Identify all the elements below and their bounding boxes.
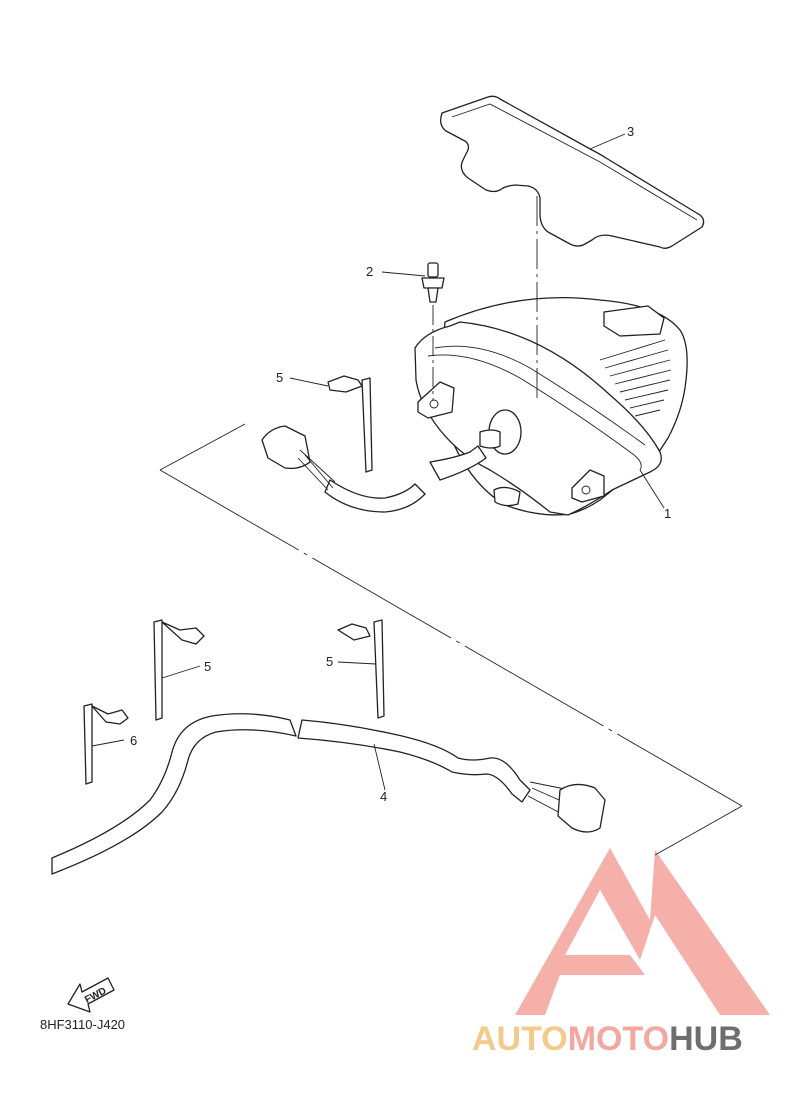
watermark-logo xyxy=(515,848,770,1015)
callout-3: 3 xyxy=(627,124,634,139)
fwd-arrow-icon: FWD xyxy=(67,977,115,1013)
part-2-clip xyxy=(421,262,445,303)
callout-5-mid-left: 5 xyxy=(204,659,211,674)
part-3-plate xyxy=(440,95,705,249)
part-4-harness xyxy=(51,713,606,875)
assembly-frame xyxy=(159,423,743,856)
cable-tie-5-upper xyxy=(327,375,373,473)
fwd-label: FWD xyxy=(83,986,108,1006)
callout-1: 1 xyxy=(664,506,671,521)
brand-hub: HUB xyxy=(669,1020,743,1058)
brand-auto: AUTO xyxy=(472,1020,568,1058)
cable-tie-5-mid-right xyxy=(337,619,385,719)
callout-4: 4 xyxy=(380,789,387,804)
callout-6: 6 xyxy=(130,733,137,748)
watermark-brand: AUTOMOTOHUB xyxy=(472,1020,743,1059)
brand-moto: MOTO xyxy=(567,1020,670,1058)
callout-5-mid-right: 5 xyxy=(326,654,333,669)
upper-wire xyxy=(261,425,487,513)
cable-tie-6 xyxy=(83,703,129,785)
callout-5-upper: 5 xyxy=(276,370,283,385)
cable-tie-5-mid-left xyxy=(153,619,205,721)
callout-2: 2 xyxy=(366,264,373,279)
leader-lines xyxy=(91,133,665,791)
drawing-code: 8HF3110-J420 xyxy=(40,1017,126,1032)
part-1-taillight xyxy=(414,196,688,516)
